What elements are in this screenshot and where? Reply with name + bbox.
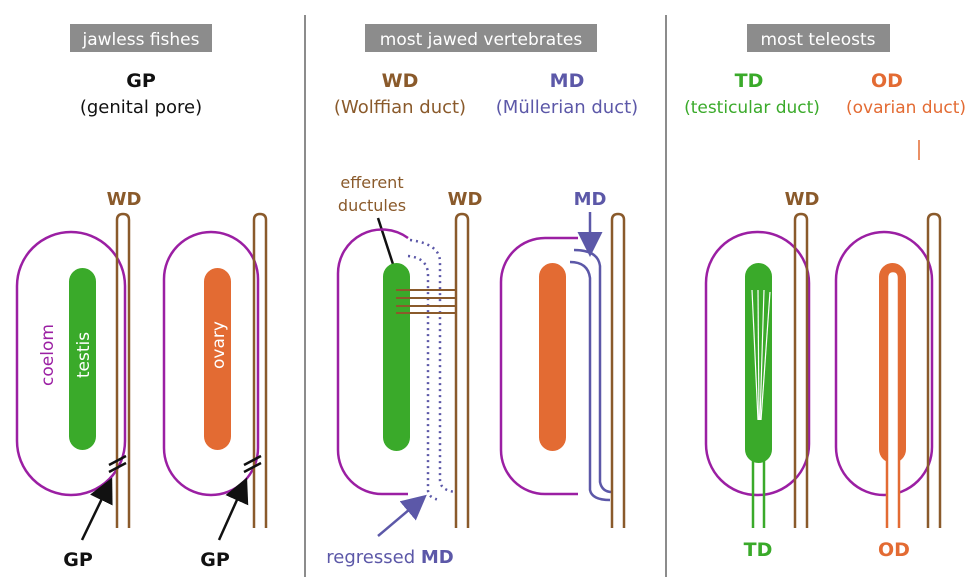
coelom [162, 230, 260, 497]
wolffian-duct [926, 212, 942, 528]
gp-title: GP [126, 70, 156, 92]
td-title: TD [735, 70, 764, 92]
wolffian-duct [454, 212, 470, 528]
gp-bottom-label: GP [63, 549, 93, 571]
panel-jawed-vertebrates: most jawed vertebrates WD (Wolffian duct… [326, 24, 638, 568]
coelom-label: coelom [38, 324, 58, 386]
od-bottom-label: OD [878, 539, 910, 561]
gp-arrow [80, 477, 113, 541]
coelom [15, 230, 127, 497]
mullerian-duct [573, 248, 613, 494]
wd-duct-label: WD [448, 189, 483, 210]
regressed-md-arrow [377, 494, 427, 537]
regressed-md-label: regressed MD [326, 547, 453, 568]
coelom [834, 230, 934, 497]
td-subtitle: (testicular duct) [684, 98, 820, 118]
wolffian-duct [610, 212, 626, 528]
md-duct-label: MD [574, 189, 607, 210]
gp-arrow [217, 477, 249, 541]
panel-teleosts: most teleosts TD (testicular duct) OD (o… [684, 24, 966, 561]
regressed-mullerian-duct [407, 254, 441, 502]
efferent-ductules [396, 289, 456, 314]
md-subtitle: (Müllerian duct) [496, 97, 638, 118]
panel-header: most jawed vertebrates [380, 30, 583, 50]
panel-header-bg [747, 24, 890, 52]
od-title: OD [871, 70, 903, 92]
testis-label: testis [74, 332, 94, 378]
panel-jawless-fishes: jawless fishes GP (genital pore) WD coel… [15, 24, 268, 571]
ovarian-duct [885, 269, 901, 528]
gp-bottom-label: GP [200, 549, 230, 571]
testis [69, 268, 96, 450]
testis-tubules [751, 289, 771, 421]
wolffian-duct [252, 212, 268, 528]
wolffian-duct [793, 212, 809, 528]
coelom [499, 236, 578, 496]
wd-subtitle: (Wolffian duct) [334, 97, 466, 118]
panel-header-bg [365, 24, 597, 52]
coelom [336, 228, 409, 496]
wd-label: WD [107, 189, 142, 210]
wolffian-duct [115, 212, 131, 528]
md-title: MD [550, 70, 585, 92]
panel-header: most teleosts [761, 30, 876, 50]
regressed-mullerian-duct [409, 238, 456, 494]
od-subtitle: (ovarian duct) [846, 98, 966, 118]
testis [383, 263, 410, 451]
mullerian-duct [569, 260, 611, 502]
ovary-label: ovary [209, 321, 229, 369]
gp-subtitle: (genital pore) [80, 97, 202, 118]
genital-pore [243, 461, 262, 474]
ovary [539, 263, 566, 451]
coelom [704, 230, 811, 497]
panel-header: jawless fishes [82, 30, 200, 50]
genital-pore [243, 454, 262, 467]
wd-duct-label: WD [785, 189, 820, 210]
panel-header-bg [70, 24, 212, 52]
ovary [204, 268, 231, 450]
td-bottom-label: TD [744, 539, 773, 561]
efferent-label: ductules [338, 196, 406, 215]
genital-pore [108, 461, 127, 474]
genital-pore [108, 454, 127, 467]
wd-title: WD [382, 70, 419, 92]
efferent-label: efferent [340, 173, 403, 192]
